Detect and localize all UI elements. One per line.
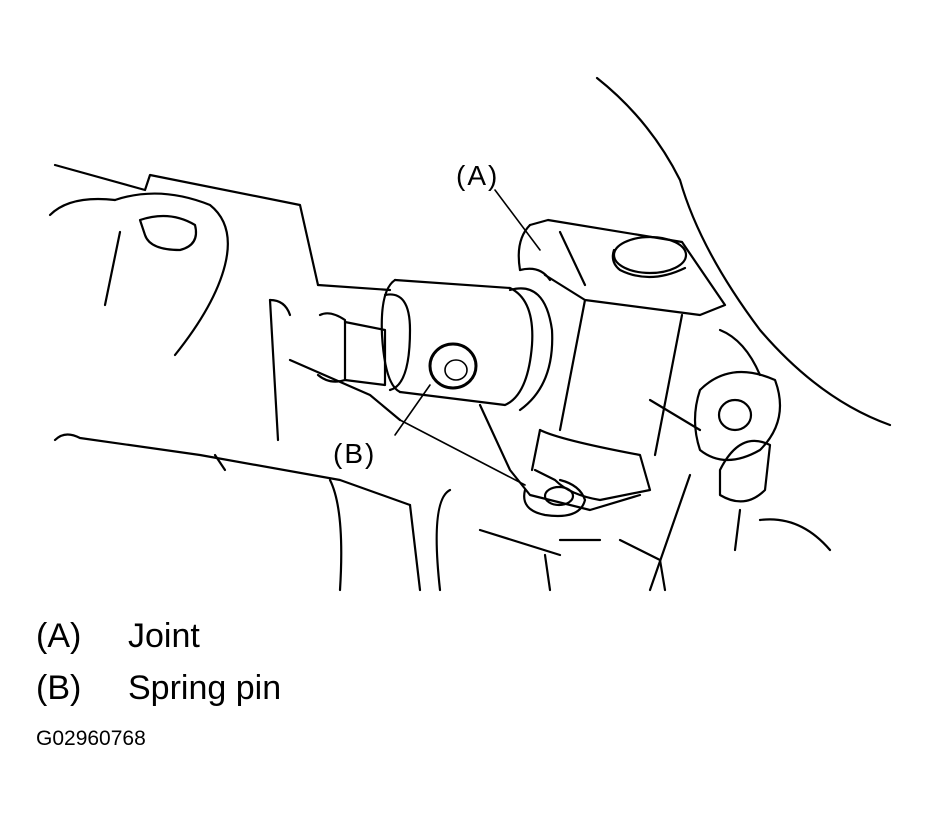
legend-key: (A): [36, 616, 82, 655]
legend-key: (B): [36, 668, 82, 707]
spring-pin: [428, 342, 478, 390]
figure-id: G02960768: [36, 727, 146, 750]
u-joint-yoke: [478, 218, 727, 512]
joint-illustration: (A) (B): [48, 76, 892, 592]
legend-item-b: (B) Spring pin: [36, 662, 281, 714]
callout-a: (A): [456, 160, 499, 191]
shaft: [316, 283, 412, 392]
legend-label: Spring pin: [128, 668, 282, 707]
legend: (A) Joint (B) Spring pin: [36, 610, 281, 714]
callout-b: (B): [333, 438, 376, 469]
right-hardware: [648, 328, 832, 592]
bracket: [523, 478, 587, 518]
housing-outline: [48, 163, 667, 592]
body-curve: [595, 76, 892, 427]
legend-label: Joint: [128, 616, 200, 655]
leader-lines: [394, 189, 541, 486]
joint-sleeve: [380, 267, 554, 412]
legend-item-a: (A) Joint: [36, 610, 281, 662]
